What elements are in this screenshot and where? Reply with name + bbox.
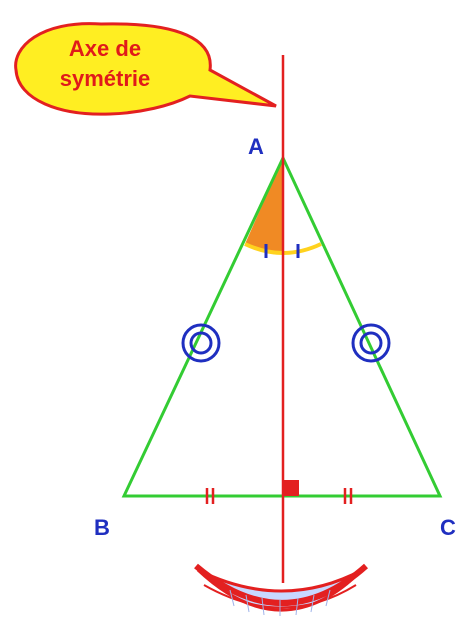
base-tick-left bbox=[205, 488, 215, 504]
smile bbox=[194, 563, 368, 616]
vertex-label-c: C bbox=[440, 515, 456, 540]
base-tick-right bbox=[343, 488, 353, 504]
vertex-label-b: B bbox=[94, 515, 110, 540]
side-mark-left bbox=[181, 323, 221, 363]
angle-fill-left bbox=[245, 158, 283, 253]
right-angle-mark bbox=[283, 480, 299, 496]
speech-bubble bbox=[14, 22, 277, 116]
side-mark-right bbox=[351, 323, 391, 363]
bubble-label: Axe de symétrie bbox=[59, 36, 151, 91]
vertex-label-a: A bbox=[248, 134, 264, 159]
